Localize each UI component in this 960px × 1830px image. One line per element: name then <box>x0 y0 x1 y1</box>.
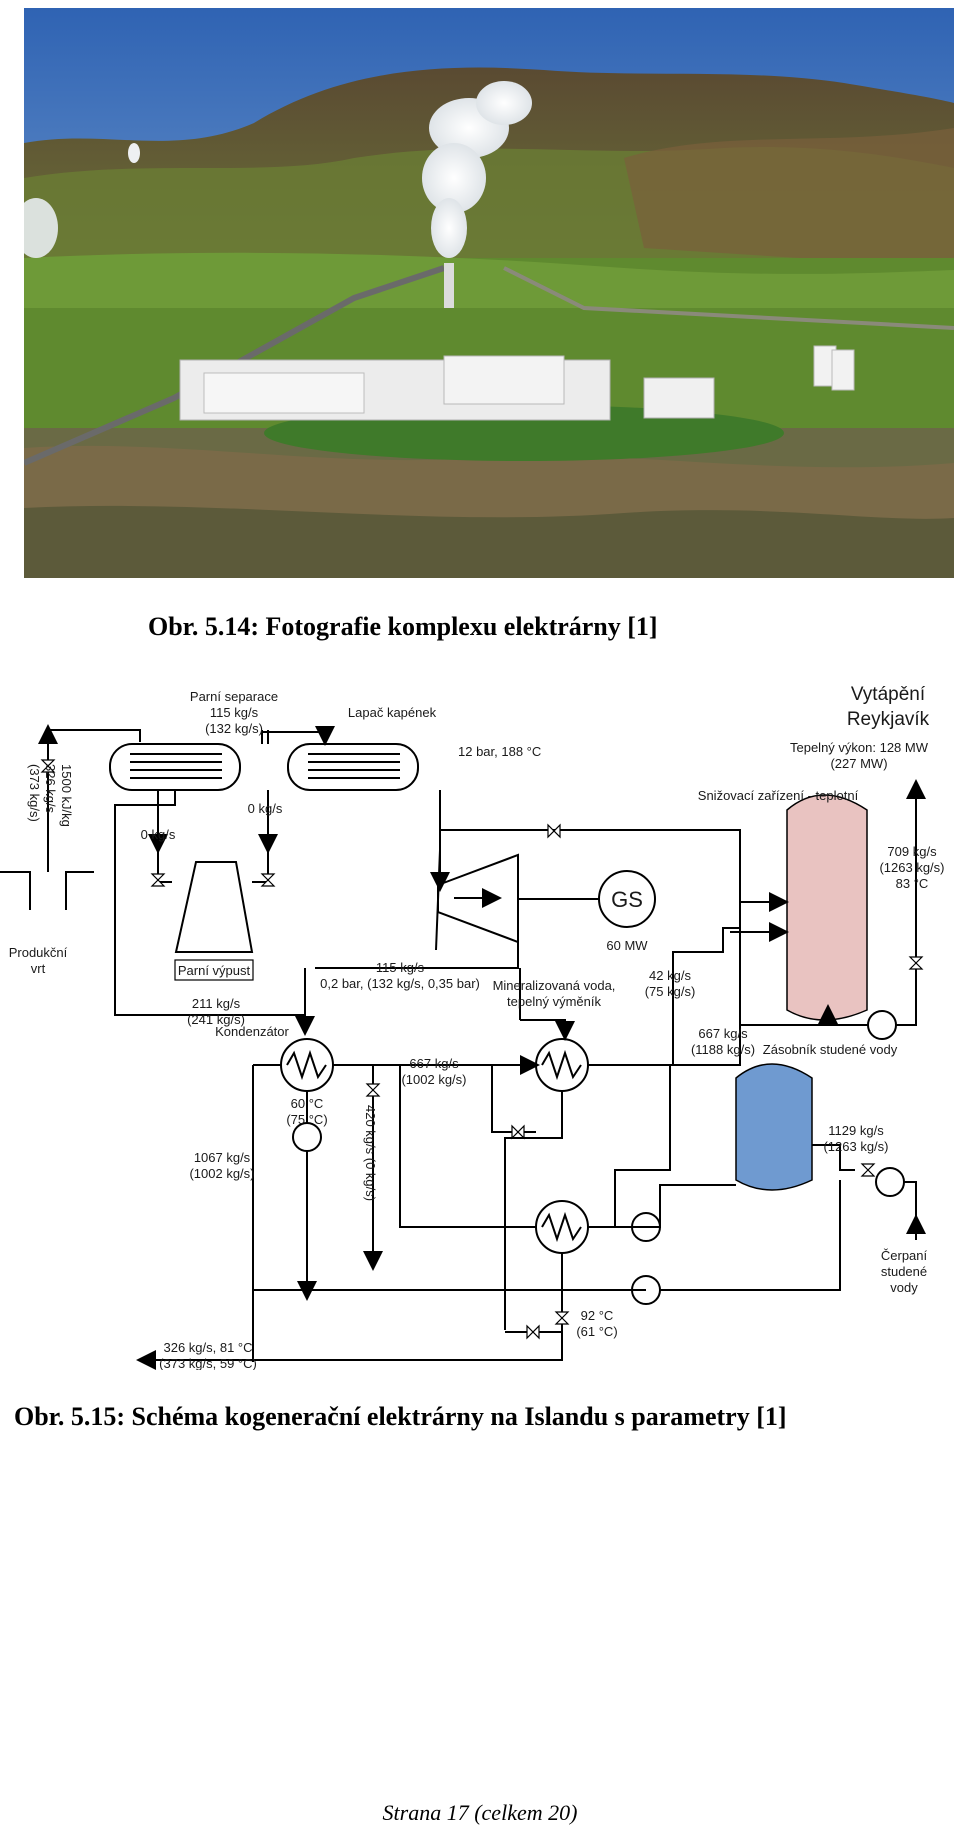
label-t60-2: (75 °C) <box>286 1112 327 1127</box>
label-reykjavik: Reykjavík <box>847 709 930 730</box>
label-f1067-1: 1067 kg/s <box>194 1150 251 1165</box>
label-vytapeni: Vytápění <box>851 684 926 705</box>
label-well2: 326 kg/s <box>43 764 58 814</box>
label-f211-1: 211 kg/s <box>192 996 241 1011</box>
label-well3: (373 kg/s) <box>27 764 42 822</box>
label-bar188: 12 bar, 188 °C <box>458 744 541 759</box>
label-zero2: 0 kg/s <box>248 801 283 816</box>
label-sep-flow1: 115 kg/s <box>210 705 259 720</box>
label-flow709-3: 83 °C <box>896 876 929 891</box>
label-t115-2: 0,2 bar, (132 kg/s, 0,35 bar) <box>320 976 480 991</box>
label-cerpani1: Čerpaní <box>881 1248 928 1263</box>
cogeneration-schematic: Parní separace 115 kg/s (132 kg/s) Lapač… <box>0 684 945 1370</box>
label-well1: 1500 kJ/kg <box>59 764 74 827</box>
label-cerpani3: vody <box>890 1280 918 1295</box>
label-mineral1: Mineralizovaná voda, <box>493 978 616 993</box>
page-footer: Strana 17 (celkem 20) <box>382 1800 578 1825</box>
label-f42-1: 42 kg/s <box>649 968 691 983</box>
label-t60-1: 60 °C <box>291 1096 324 1111</box>
label-t115-1: 115 kg/s <box>376 960 425 975</box>
label-sep-flow2: (132 kg/s) <box>205 721 263 736</box>
label-parni-vypust: Parní výpust <box>178 963 251 978</box>
label-f211-2: (241 kg/s) <box>187 1012 245 1027</box>
label-kondenzator: Kondenzátor <box>215 1024 289 1039</box>
label-f1129-1: 1129 kg/s <box>828 1123 884 1138</box>
label-f42-2: (75 kg/s) <box>645 984 696 999</box>
label-f420: 420 kg/s (0 kg/s) <box>363 1105 378 1201</box>
label-vrt: vrt <box>31 961 46 976</box>
label-gs-mw: 60 MW <box>606 938 648 953</box>
label-flow709-1: 709 kg/s <box>887 844 937 859</box>
label-t92-1: 92 °C <box>581 1308 614 1323</box>
label-out2: (373 kg/s, 59 °C) <box>159 1356 257 1370</box>
label-parni-separace: Parní separace <box>190 689 278 704</box>
label-f667b-2: (1002 kg/s) <box>401 1072 466 1087</box>
label-out1: 326 kg/s, 81 °C <box>163 1340 252 1355</box>
label-zasobnik: Zásobník studené vody <box>763 1042 898 1057</box>
label-tepelny-vykon2: (227 MW) <box>830 756 887 771</box>
label-f1129-2: (1263 kg/s) <box>823 1139 888 1154</box>
power-plant-photo <box>24 8 954 578</box>
label-f667a-1: 667 kg/s <box>698 1026 748 1041</box>
figure-caption-1: Obr. 5.14: Fotografie komplexu elektrárn… <box>148 612 658 641</box>
label-cerpani2: studené <box>881 1264 927 1279</box>
label-f667a-2: (1188 kg/s) <box>691 1042 755 1057</box>
label-tepelny-vykon: Tepelný výkon: 128 MW <box>790 740 929 755</box>
label-gs: GS <box>611 887 643 912</box>
figure-caption-2: Obr. 5.15: Schéma kogenerační elektrárny… <box>14 1402 787 1431</box>
label-f1067-2: (1002 kg/s) <box>189 1166 254 1181</box>
label-flow709-2: (1263 kg/s) <box>879 860 944 875</box>
label-mineral2: tepelný výměník <box>507 994 601 1009</box>
label-t92-2: (61 °C) <box>576 1324 617 1339</box>
label-zero1: 0 kg/s <box>141 827 176 842</box>
label-produkcni: Produkční <box>9 945 68 960</box>
label-f667b-1: 667 kg/s <box>409 1056 459 1071</box>
label-snizovaci: Snižovací zařízení - teplotní <box>698 788 859 803</box>
label-lapac: Lapač kapének <box>348 705 437 720</box>
